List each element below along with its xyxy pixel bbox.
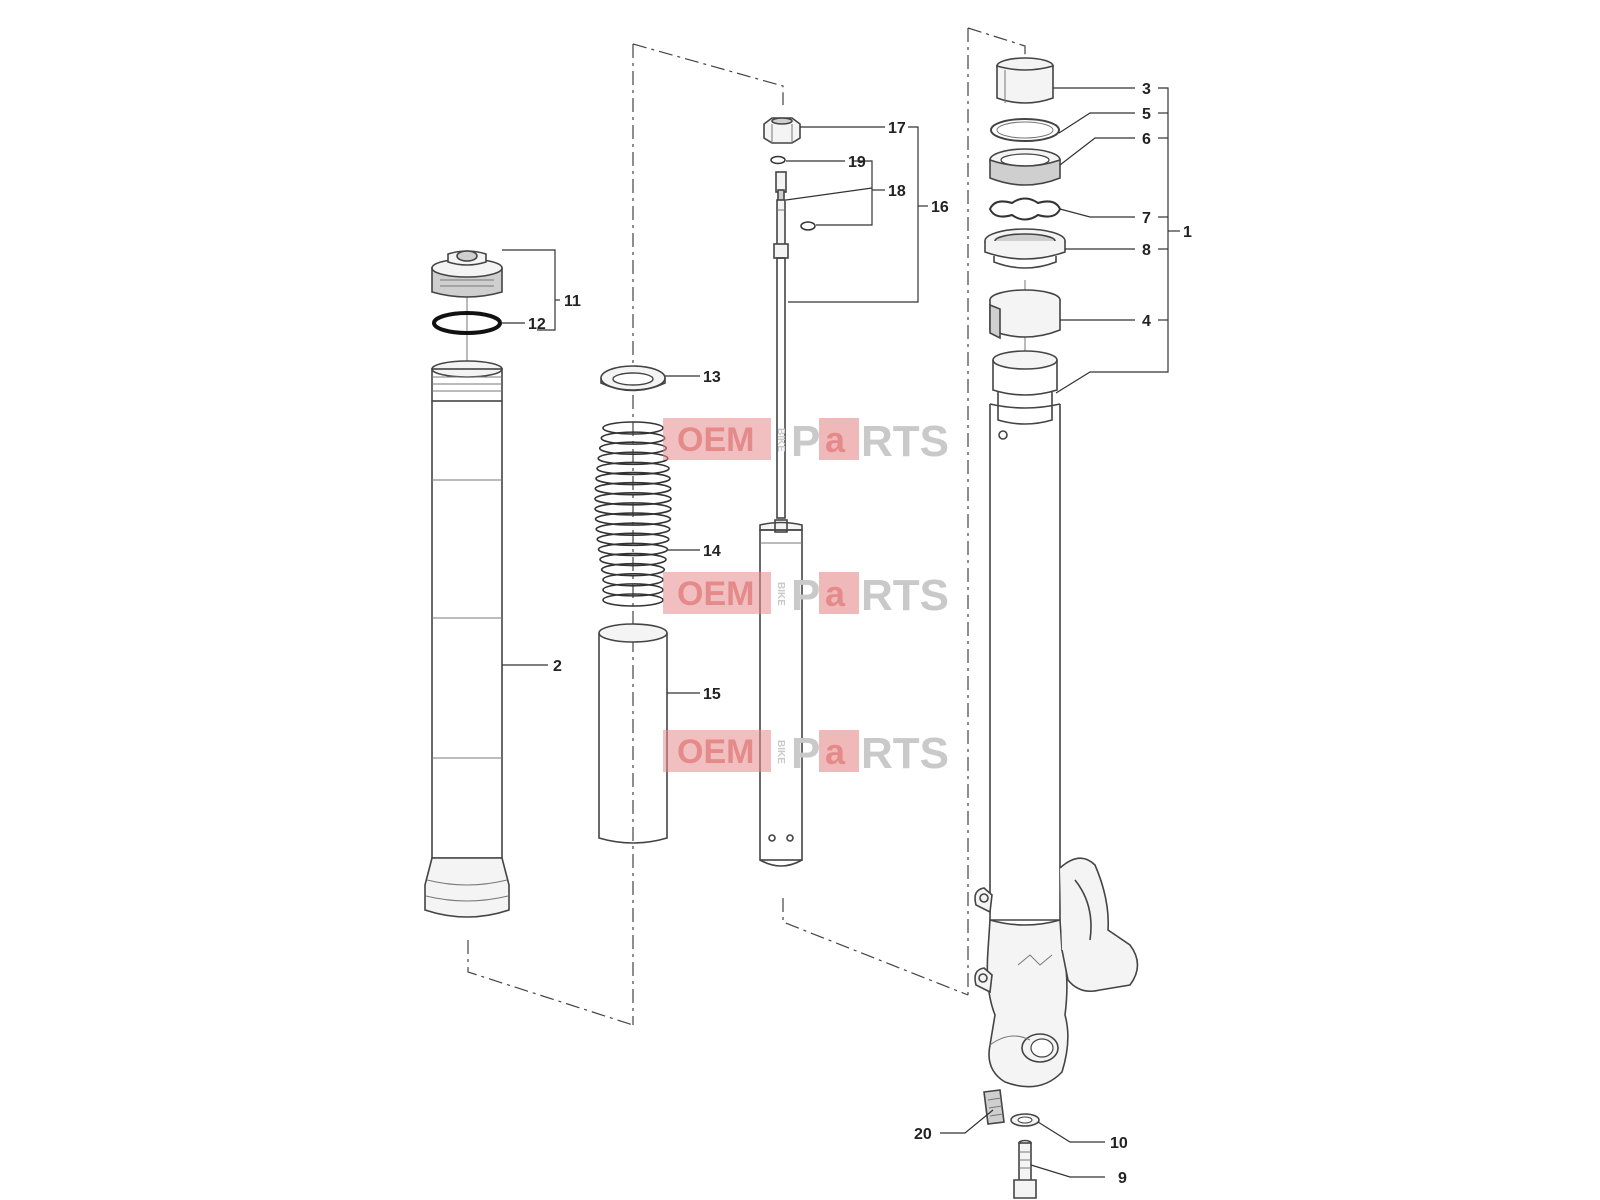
- wave-spring-part-7: [988, 197, 1062, 221]
- watermark-bike-text: BIKE: [775, 428, 786, 452]
- callout-20: 20: [914, 1126, 932, 1143]
- callout-18: 18: [888, 183, 906, 200]
- washer-part-10: [1010, 1113, 1040, 1127]
- spring-coil: [596, 532, 670, 547]
- spring-coil: [594, 481, 672, 496]
- watermark-a-text: a: [825, 419, 846, 460]
- callout-11: 11: [564, 293, 581, 310]
- watermark-p-text: P: [791, 571, 820, 620]
- watermark-1: OEM BIKE P a RTS: [663, 417, 949, 466]
- watermark-rts-text: RTS: [861, 571, 949, 620]
- callout-6: 6: [1142, 131, 1151, 148]
- callout-1: 1: [1183, 224, 1192, 241]
- seal-ring-part-5: [990, 118, 1060, 142]
- callout-3: 3: [1142, 81, 1151, 98]
- spring-coil: [594, 502, 672, 516]
- split-collar-part-4: [989, 289, 1061, 340]
- spring-coil: [596, 461, 670, 476]
- spring-coil: [594, 492, 672, 506]
- leader-lines: [502, 87, 1180, 1178]
- callout-10: 10: [1110, 1135, 1128, 1152]
- callout-17: 17: [888, 120, 906, 137]
- watermark-3: OEM BIKE P a RTS: [663, 729, 949, 778]
- callout-19: 19: [848, 154, 866, 171]
- small-o-ring-part-19: [770, 155, 816, 231]
- callout-15: 15: [703, 686, 721, 703]
- watermark-a-text: a: [825, 731, 846, 772]
- watermark-p-text: P: [791, 729, 820, 778]
- watermark-oem-text: OEM: [677, 733, 754, 771]
- washer-part-13: [600, 365, 666, 392]
- label-plate-part-20: [983, 1089, 1005, 1125]
- bearing-race-part-6: [989, 148, 1061, 186]
- watermark-rts-text: RTS: [861, 417, 949, 466]
- watermark-rts-text: RTS: [861, 729, 949, 778]
- o-ring-part-12: [432, 311, 502, 335]
- spring-coil: [595, 522, 671, 536]
- spring-coil: [595, 471, 671, 486]
- callout-2: 2: [553, 658, 562, 675]
- nut-part-17: [763, 117, 801, 144]
- spring-coil: [600, 562, 666, 577]
- callout-12: 12: [528, 316, 546, 333]
- callout-9: 9: [1118, 1170, 1127, 1187]
- callout-8: 8: [1142, 242, 1151, 259]
- spring-coil: [597, 542, 669, 557]
- watermark-a-text: a: [825, 573, 846, 614]
- spacer-tube-part-15: [598, 623, 668, 844]
- spring-coil: [599, 552, 667, 567]
- watermark-oem-text: OEM: [677, 421, 754, 459]
- fork-leg-part-1: [974, 350, 1139, 1088]
- assembly-lines: [466, 27, 1026, 1026]
- callout-4: 4: [1142, 313, 1151, 330]
- callout-labels: 11 12 2 13 14 15 17 19 18 16 3 5 6 7 8 4…: [528, 81, 1192, 1187]
- fork-cap-part-11: [431, 250, 503, 298]
- watermark-oem-text: OEM: [677, 575, 754, 613]
- callout-7: 7: [1142, 210, 1151, 227]
- fork-tube-part-2: [424, 360, 510, 918]
- watermark-bike-text: BIKE: [775, 740, 786, 764]
- cartridge-part-16: [759, 243, 803, 867]
- callout-16: 16: [931, 199, 949, 216]
- watermark-p-text: P: [791, 417, 820, 466]
- callout-5: 5: [1142, 106, 1151, 123]
- bolt-part-9: [1013, 1139, 1037, 1199]
- callout-13: 13: [703, 369, 721, 386]
- spring-coil: [594, 512, 672, 526]
- adjuster-rod-part-18: [775, 171, 787, 246]
- callout-14: 14: [703, 543, 721, 560]
- adjuster-ring-part-8: [984, 228, 1066, 269]
- cone-part-3: [996, 57, 1054, 104]
- watermark-2: OEM BIKE P a RTS: [663, 571, 949, 620]
- watermark-bike-text: BIKE: [775, 582, 786, 606]
